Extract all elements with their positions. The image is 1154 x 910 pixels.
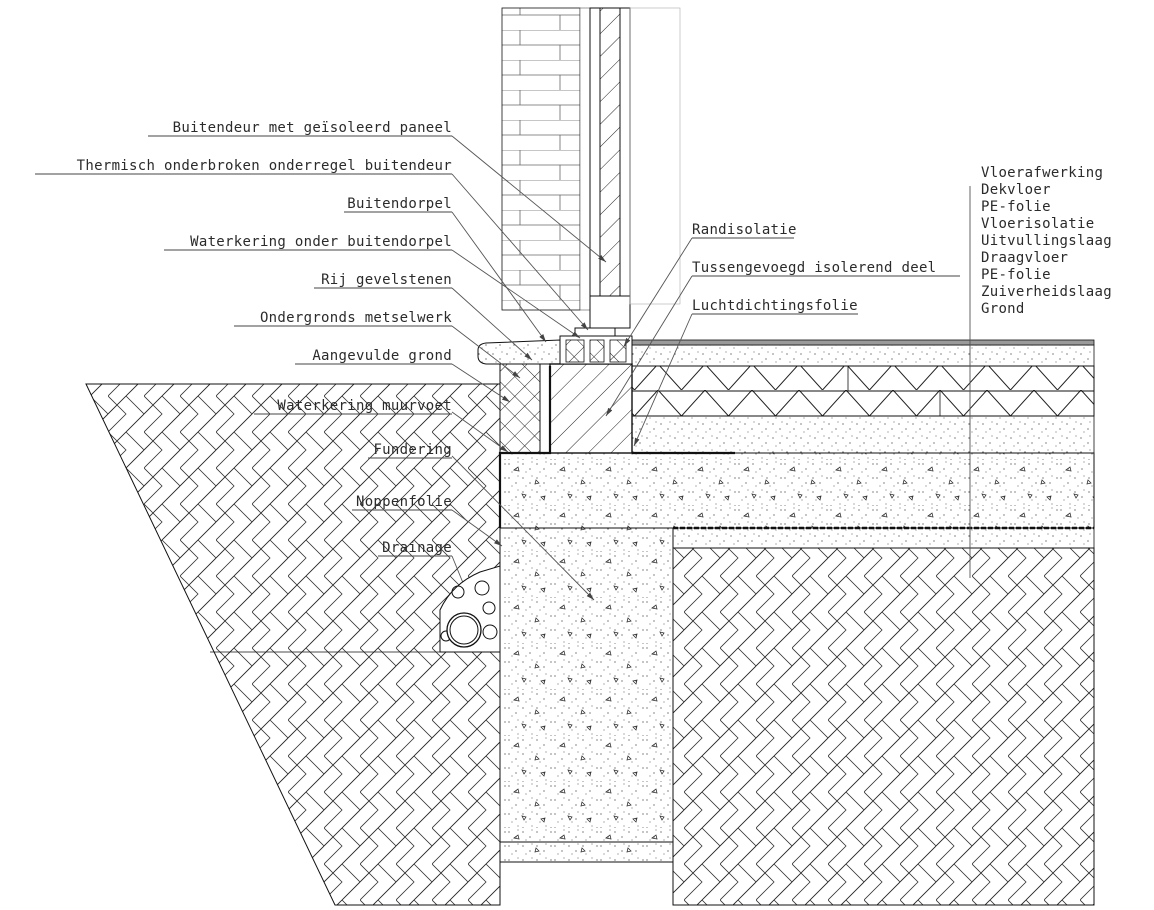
brick-facade: [501, 7, 591, 311]
foundation: [499, 527, 674, 863]
left-label-underlines: [35, 135, 452, 557]
label-grond: Aangevulde grond: [312, 348, 452, 364]
label-onderregel: Thermisch onderbroken onderregel buitend…: [77, 158, 452, 174]
threshold: [477, 327, 633, 365]
layer-2: Dekvloer: [981, 182, 1051, 198]
leader-lines: [451, 135, 971, 601]
layer-1: Vloerafwerking: [981, 165, 1103, 181]
underground-masonry: [498, 363, 735, 528]
label-waterkering-muurvoet: Waterkering muurvoet: [277, 398, 452, 414]
label-drainage: Drainage: [382, 540, 452, 556]
layer-4: Vloerisolatie: [981, 216, 1094, 232]
label-randisolatie: Randisolatie: [692, 222, 797, 238]
layer-8: Zuiverheidslaag: [981, 284, 1112, 300]
label-luchtdichting: Luchtdichtingsfolie: [692, 298, 858, 314]
layer-5: Uitvullingslaag: [981, 233, 1112, 249]
label-waterkering-dorpel: Waterkering onder buitendorpel: [190, 234, 452, 250]
label-dorpel: Buitendorpel: [347, 196, 452, 212]
layer-7: PE-folie: [981, 267, 1051, 283]
floor-buildup: [631, 339, 1095, 454]
floor-layer-legend: Vloerafwerking Dekvloer PE-folie Vloeris…: [981, 165, 1112, 317]
door-frame: [589, 7, 681, 329]
drainage-pipe: [439, 565, 501, 653]
label-fundering: Fundering: [373, 442, 452, 458]
label-gevelstenen: Rij gevelstenen: [321, 272, 452, 288]
label-metselwerk: Ondergronds metselwerk: [260, 310, 452, 326]
label-deur: Buitendeur met geïsoleerd paneel: [173, 120, 452, 136]
left-labels: Buitendeur met geïsoleerd paneel Thermis…: [77, 120, 452, 556]
label-tussengevoegd: Tussengevoegd isolerend deel: [692, 260, 936, 276]
layer-6: Draagvloer: [981, 250, 1068, 266]
soil-right: [672, 547, 1095, 906]
mid-labels: Randisolatie Tussengevoegd isolerend dee…: [692, 222, 960, 315]
layer-9: Grond: [981, 301, 1025, 317]
label-noppenfolie: Noppenfolie: [356, 494, 452, 510]
soil-left: [85, 383, 501, 906]
layer-3: PE-folie: [981, 199, 1051, 215]
